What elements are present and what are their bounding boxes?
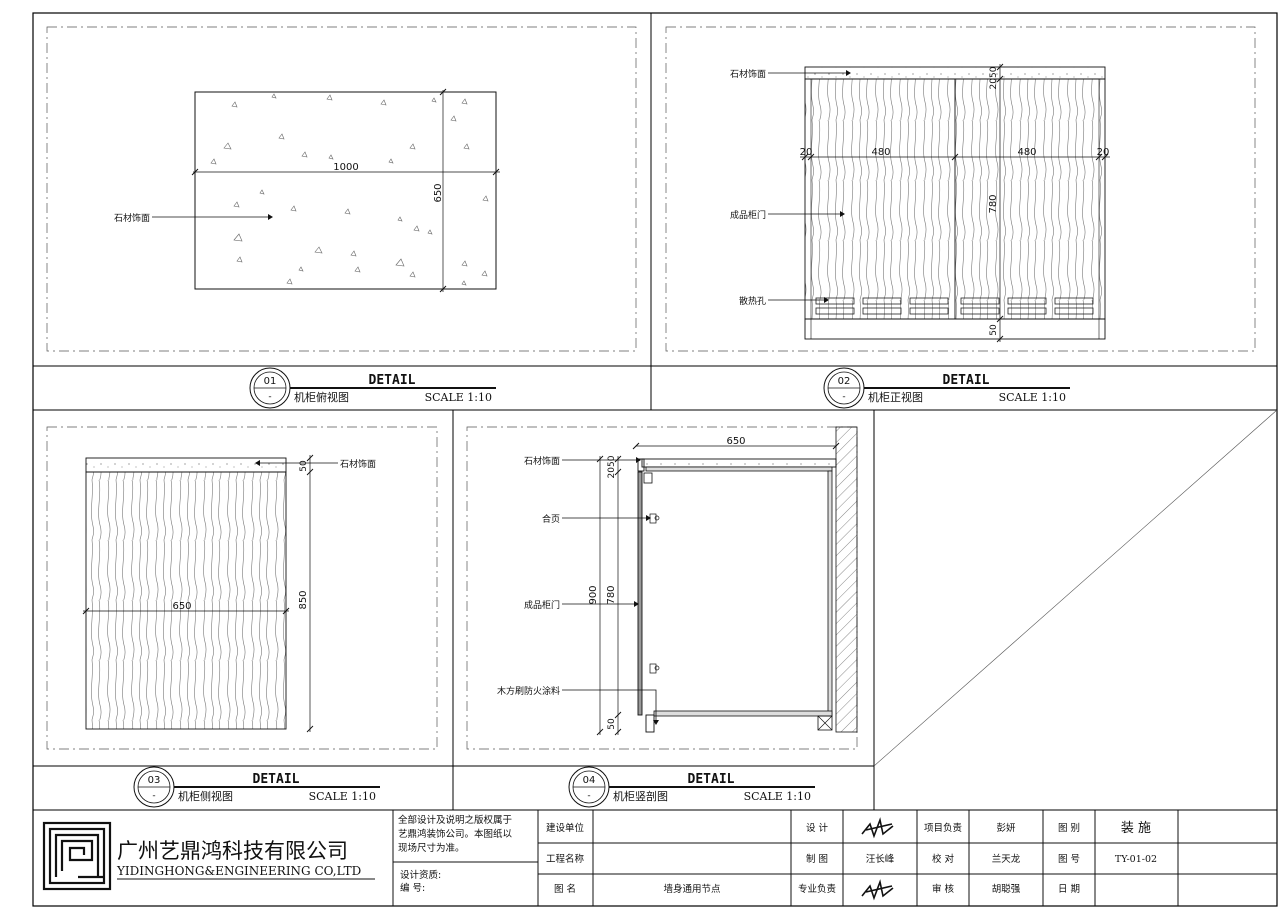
designer-signature bbox=[861, 817, 894, 839]
number-value: TY-01-02 bbox=[1115, 854, 1157, 865]
label-door: 成品柜门 bbox=[524, 599, 560, 611]
dim-width: 1000 bbox=[333, 162, 358, 173]
draft-label: 制 图 bbox=[806, 853, 828, 865]
view-03-side-elevation: 650 50 850 石材饰面 bbox=[46, 426, 438, 750]
specialty-label: 专业负责 bbox=[798, 883, 836, 895]
caption-04: 04 - DETAIL 机柜竖剖图 SCALE 1:10 bbox=[568, 766, 815, 808]
view-number: 02 bbox=[838, 376, 851, 387]
company-name-en: YIDINGHONG&ENGINEERING CO,LTD bbox=[116, 864, 361, 878]
drawing-name-label: 图 名 bbox=[554, 883, 576, 895]
caption-03: 03 - DETAIL 机柜侧视图 SCALE 1:10 bbox=[133, 766, 380, 808]
design-label: 设 计 bbox=[806, 822, 829, 834]
view-name: 机柜俯视图 bbox=[294, 390, 349, 404]
label-stone: 石材饰面 bbox=[340, 458, 376, 470]
view-title: DETAIL bbox=[369, 373, 416, 388]
empty-cell-diagonal bbox=[873, 409, 1278, 767]
view-title: DETAIL bbox=[253, 772, 300, 787]
label-stone: 石材饰面 bbox=[114, 212, 150, 224]
qualification-label: 设计资质: bbox=[400, 869, 441, 881]
view-04-section: 650 2050 900 780 50 石材饰面 合页 成品柜门 木方刷防火涂料 bbox=[466, 426, 858, 750]
caption-02: 02 - DETAIL 机柜正视图 SCALE 1:10 bbox=[823, 367, 1070, 409]
view-scale: SCALE 1:10 bbox=[425, 391, 492, 404]
review-name: 胡聪强 bbox=[992, 883, 1021, 895]
label-hinge: 合页 bbox=[542, 513, 560, 525]
sheet-border bbox=[32, 12, 1278, 907]
view-title: DETAIL bbox=[943, 373, 990, 388]
review-label: 审 核 bbox=[932, 883, 955, 895]
serial-label: 编 号: bbox=[400, 882, 425, 894]
copyright-line-2: 艺鼎鸿装饰公司。本图纸以 bbox=[398, 828, 513, 840]
project-lead-name: 彭妍 bbox=[996, 822, 1016, 834]
category-value: 装 施 bbox=[1121, 821, 1151, 836]
dim-top: 50 bbox=[299, 460, 309, 472]
dim-width: 650 bbox=[172, 601, 191, 612]
dim-height: 850 bbox=[298, 590, 309, 609]
title-block: 广州艺鼎鸿科技有限公司 YIDINGHONG&ENGINEERING CO,LT… bbox=[42, 810, 1277, 906]
dim-left-margin: 20 bbox=[800, 147, 813, 158]
copyright-line-3: 现场尺寸为准。 bbox=[398, 842, 465, 854]
view-number: 04 bbox=[583, 775, 596, 786]
company-logo bbox=[42, 821, 112, 891]
view-number: 03 bbox=[148, 775, 161, 786]
label-stone: 石材饰面 bbox=[524, 455, 560, 467]
view-name: 机柜侧视图 bbox=[178, 789, 233, 803]
view-sub: - bbox=[152, 791, 155, 801]
view-number: 01 bbox=[264, 376, 277, 387]
proof-name: 兰天龙 bbox=[992, 853, 1021, 865]
dim-door-right: 480 bbox=[1017, 147, 1036, 158]
view-scale: SCALE 1:10 bbox=[744, 790, 811, 803]
dim-width: 650 bbox=[726, 436, 745, 447]
dim-top: 2050 bbox=[607, 455, 617, 478]
drawing-name: 墙身通用节点 bbox=[663, 883, 721, 895]
dim-door-left: 480 bbox=[871, 147, 890, 158]
dim-height: 780 bbox=[988, 194, 999, 213]
view-name: 机柜正视图 bbox=[868, 390, 923, 404]
specialty-signature bbox=[861, 879, 894, 901]
view-sub: - bbox=[842, 392, 845, 402]
project-lead-label: 项目负责 bbox=[924, 822, 962, 834]
label-vent: 散热孔 bbox=[739, 295, 766, 307]
project-label: 工程名称 bbox=[546, 853, 585, 865]
label-wood: 木方刷防火涂料 bbox=[497, 685, 560, 697]
dim-bottom: 50 bbox=[989, 324, 999, 336]
draft-name: 汪长峰 bbox=[866, 853, 895, 865]
view-title: DETAIL bbox=[688, 772, 735, 787]
label-stone: 石材饰面 bbox=[730, 68, 766, 80]
dim-bottom: 50 bbox=[607, 718, 617, 730]
view-name: 机柜竖剖图 bbox=[613, 789, 668, 803]
label-door: 成品柜门 bbox=[730, 209, 766, 221]
dim-total: 900 bbox=[588, 585, 599, 604]
client-label: 建设单位 bbox=[546, 822, 585, 834]
view-01-top-plan: 1000 650 石材饰面 bbox=[46, 26, 637, 352]
view-sub: - bbox=[587, 791, 590, 801]
view-scale: SCALE 1:10 bbox=[999, 391, 1066, 404]
proof-label: 校 对 bbox=[932, 853, 955, 865]
number-label: 图 号 bbox=[1058, 854, 1080, 865]
view-scale: SCALE 1:10 bbox=[309, 790, 376, 803]
dim-door: 780 bbox=[606, 585, 617, 604]
company-name-cn: 广州艺鼎鸿科技有限公司 bbox=[117, 839, 348, 863]
category-label: 图 别 bbox=[1058, 823, 1080, 834]
view-sub: - bbox=[268, 392, 271, 402]
dim-depth: 650 bbox=[433, 183, 444, 202]
caption-01: 01 - DETAIL 机柜俯视图 SCALE 1:10 bbox=[249, 367, 496, 409]
dim-top: 2050 bbox=[989, 66, 999, 89]
dim-right-margin: 20 bbox=[1097, 147, 1110, 158]
view-02-front-elevation: 20 480 480 20 2050 780 50 石材饰面 成品柜门 散热孔 bbox=[665, 26, 1256, 352]
copyright-line-1: 全部设计及说明之版权属于 bbox=[398, 814, 512, 826]
date-label: 日 期 bbox=[1058, 884, 1080, 895]
